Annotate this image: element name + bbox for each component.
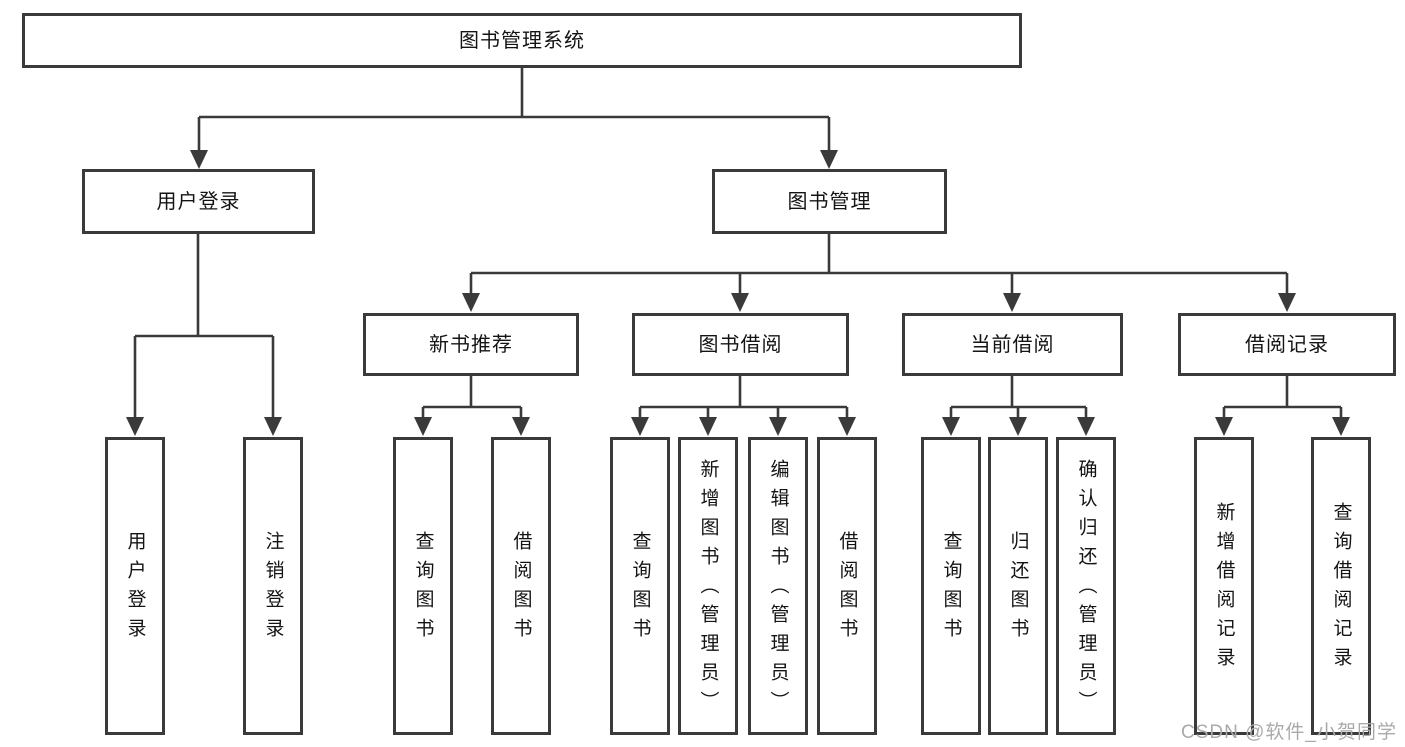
arrow-down-icon [1215,417,1233,436]
leaf-confirm-return-admin: 确认归还（管理员） [1056,437,1116,735]
arrow-down-icon [1003,293,1021,312]
leaf-query-book-3: 查询图书 [921,437,981,735]
connector-borrow-records-to-leaves [1222,376,1343,418]
node-book-borrow: 图书借阅 [632,313,849,376]
arrow-down-icon [462,293,480,312]
leaf-logout: 注销登录 [243,437,303,735]
leaf-borrow-book-2: 借阅图书 [817,437,877,735]
leaf-add-book-admin: 新增图书（管理员） [678,437,738,735]
arrow-down-icon [769,417,787,436]
leaf-query-borrow-record: 查询借阅记录 [1311,437,1371,735]
leaf-query-book-1: 查询图书 [393,437,453,735]
arrow-down-icon [414,417,432,436]
node-borrow-records: 借阅记录 [1178,313,1396,376]
leaf-return-book: 归还图书 [988,437,1048,735]
arrow-down-icon [126,417,144,436]
connector-user-login-to-leaves [133,234,275,418]
leaf-query-book-2: 查询图书 [610,437,670,735]
connector-book-mgmt-to-sections [469,234,1289,294]
arrow-down-icon [1077,417,1095,436]
node-book-management: 图书管理 [712,169,947,234]
arrow-down-icon [942,417,960,436]
node-user-login: 用户登录 [82,169,315,234]
arrow-down-icon [512,417,530,436]
connector-current-borrow-to-leaves [949,376,1088,418]
arrow-down-icon [190,150,208,169]
arrow-down-icon [731,293,749,312]
leaf-user-login: 用户登录 [105,437,165,735]
leaf-borrow-book-1: 借阅图书 [491,437,551,735]
connector-new-book-to-leaves [421,376,523,418]
arrow-down-icon [1332,417,1350,436]
arrow-down-icon [631,417,649,436]
arrow-down-icon [820,150,838,169]
arrow-down-icon [264,417,282,436]
connector-book-borrow-to-leaves [638,376,849,418]
arrow-down-icon [1009,417,1027,436]
node-new-book-recommend: 新书推荐 [363,313,579,376]
leaf-add-borrow-record: 新增借阅记录 [1194,437,1254,735]
node-root-system: 图书管理系统 [22,13,1022,68]
connector-root-to-branches [197,68,831,151]
csdn-watermark: CSDN @软件_小贺同学 [1181,722,1397,743]
arrow-down-icon [838,417,856,436]
arrow-down-icon [1278,293,1296,312]
node-current-borrow: 当前借阅 [902,313,1123,376]
arrow-down-icon [699,417,717,436]
arrowheads [126,150,1350,436]
leaf-edit-book-admin: 编辑图书（管理员） [748,437,808,735]
